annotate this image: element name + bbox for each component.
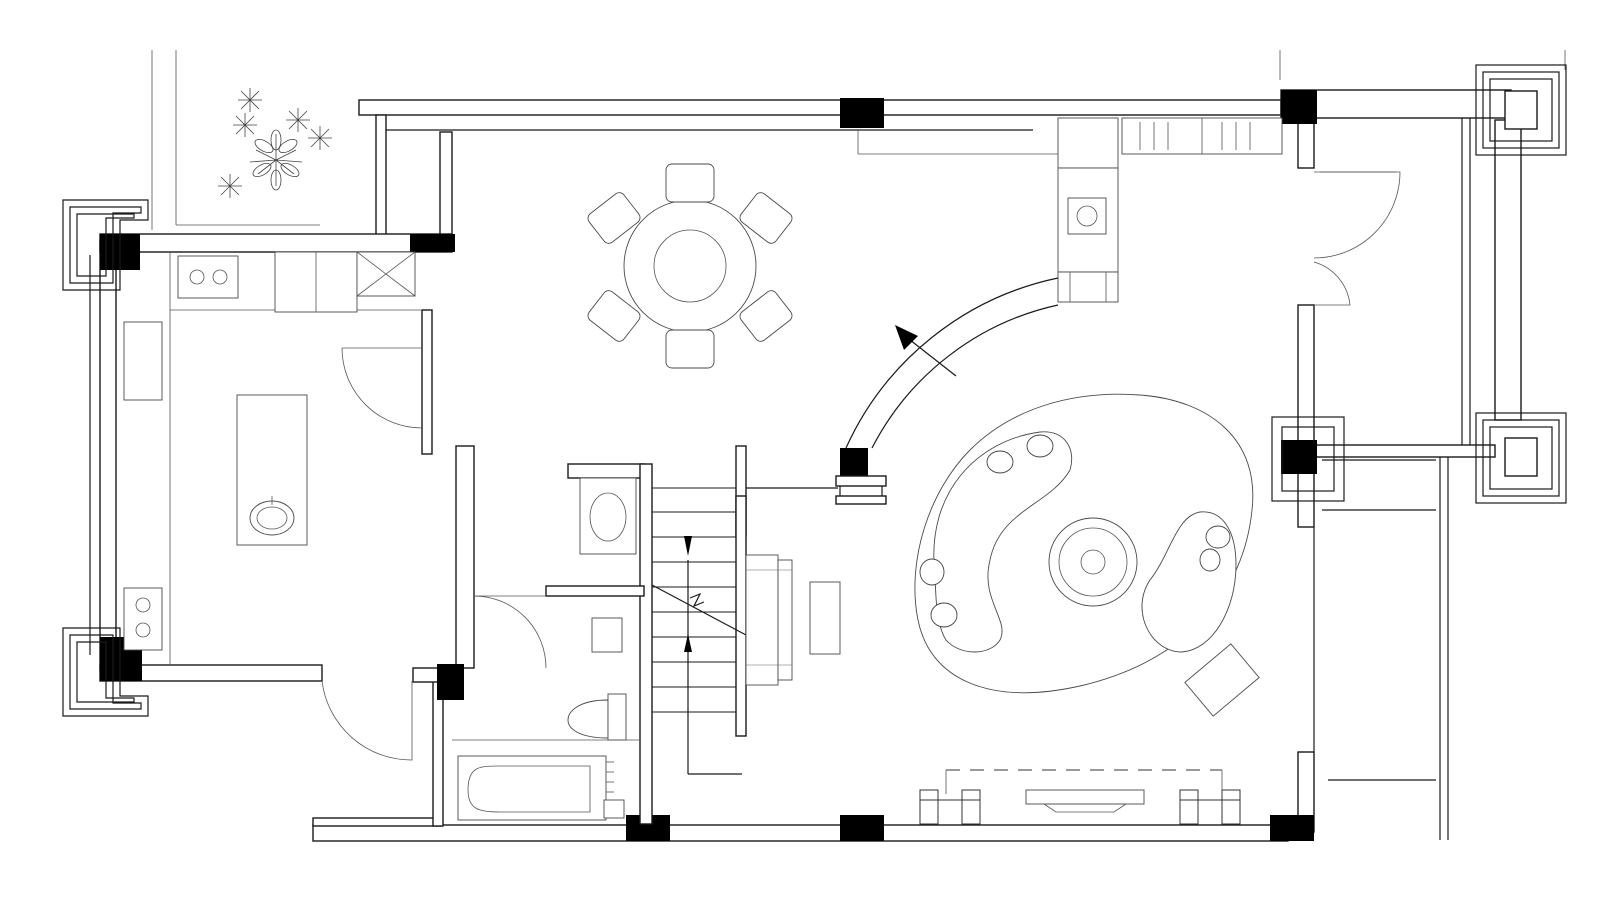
tea-table-icon bbox=[1048, 517, 1138, 607]
arrow-icon bbox=[895, 325, 918, 350]
living-room bbox=[914, 393, 1260, 825]
piano-icon bbox=[745, 554, 841, 686]
curved-partition bbox=[835, 277, 1059, 505]
terrace bbox=[1320, 118, 1471, 445]
sofa-icon bbox=[933, 431, 1073, 653]
round-dining-table-icon bbox=[587, 163, 793, 369]
plant-icon bbox=[218, 88, 332, 198]
corner-piers bbox=[62, 64, 1567, 717]
stair-arrow-up-icon bbox=[684, 634, 692, 652]
toilet-icon bbox=[567, 699, 609, 739]
double-door bbox=[1313, 171, 1401, 306]
stair-arrow-down-icon bbox=[684, 536, 692, 556]
entry-door-swing bbox=[321, 680, 413, 761]
kitchen bbox=[123, 251, 423, 761]
stove-icon bbox=[177, 255, 239, 299]
cabinetry bbox=[857, 117, 1283, 303]
piano-bench bbox=[809, 581, 841, 655]
sink-icon bbox=[579, 477, 637, 555]
pier-mid-right bbox=[1271, 416, 1345, 502]
pier-bottom-left bbox=[62, 627, 149, 717]
door-swing bbox=[341, 347, 423, 429]
pier-bottom-right bbox=[1475, 412, 1567, 504]
staircase bbox=[545, 445, 838, 825]
pier-top-left bbox=[62, 199, 149, 291]
cooktop-icon bbox=[123, 587, 163, 651]
side-table bbox=[1184, 643, 1260, 717]
exterior-walls bbox=[89, 50, 1566, 842]
washer-icon bbox=[1067, 197, 1107, 235]
sink-icon bbox=[123, 321, 163, 401]
bathtub-icon bbox=[457, 755, 607, 821]
tv-cabinet-icon bbox=[1025, 789, 1145, 805]
pier-top-right bbox=[1475, 64, 1567, 156]
columns bbox=[100, 90, 1317, 841]
bathroom bbox=[452, 477, 640, 821]
